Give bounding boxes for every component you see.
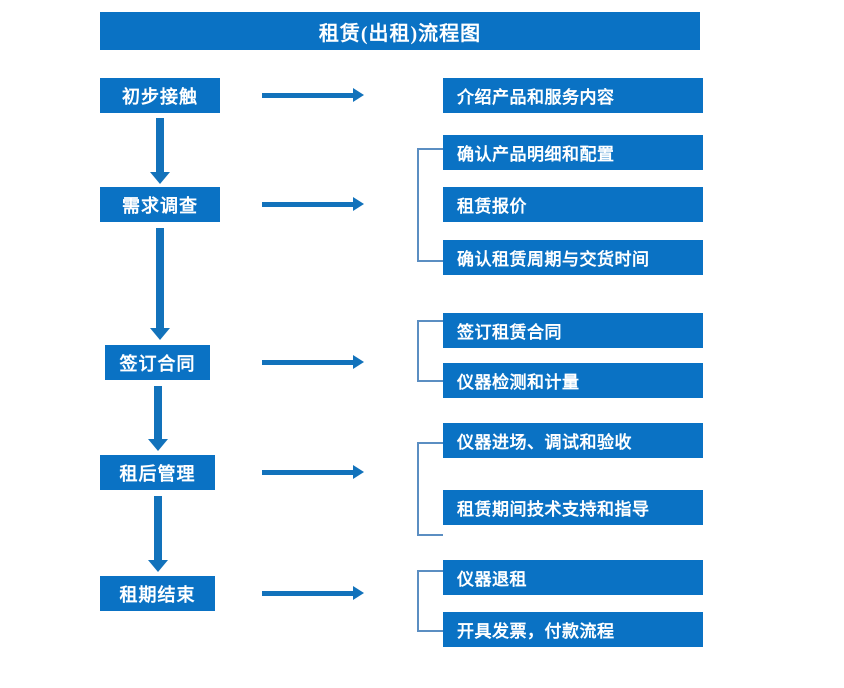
detail-box-instrument-inspection[interactable]: 仪器检测和计量 xyxy=(443,363,703,398)
vertical-arrow-contact-to-survey xyxy=(150,118,170,184)
bracket-rental-end-group xyxy=(417,570,443,632)
stage-box-needs-survey[interactable]: 需求调查 xyxy=(100,187,220,222)
detail-box-instrument-delivery[interactable]: 仪器进场、调试和验收 xyxy=(443,423,703,458)
horizontal-arrow-sign-contract xyxy=(262,355,364,369)
stage-box-sign-contract[interactable]: 签订合同 xyxy=(105,345,210,380)
bracket-needs-survey-group xyxy=(417,148,443,262)
detail-box-technical-support[interactable]: 租赁期间技术支持和指导 xyxy=(443,490,703,525)
detail-box-sign-rental-contract[interactable]: 签订租赁合同 xyxy=(443,313,703,348)
vertical-arrow-management-to-end xyxy=(148,496,168,572)
detail-box-introduce-products[interactable]: 介绍产品和服务内容 xyxy=(443,78,703,113)
horizontal-arrow-needs-survey xyxy=(262,197,364,211)
bracket-post-rental-group xyxy=(417,442,443,536)
vertical-arrow-contract-to-management xyxy=(148,386,168,451)
detail-box-confirm-product-details[interactable]: 确认产品明细和配置 xyxy=(443,135,703,170)
stage-box-post-rental-management[interactable]: 租后管理 xyxy=(100,455,215,490)
detail-box-rental-quote[interactable]: 租赁报价 xyxy=(443,187,703,222)
detail-box-instrument-return[interactable]: 仪器退租 xyxy=(443,560,703,595)
horizontal-arrow-post-rental-management xyxy=(262,465,364,479)
stage-box-initial-contact[interactable]: 初步接触 xyxy=(100,78,220,113)
diagram-title: 租赁(出租)流程图 xyxy=(100,12,700,50)
detail-box-confirm-rental-period[interactable]: 确认租赁周期与交货时间 xyxy=(443,240,703,275)
horizontal-arrow-rental-end xyxy=(262,586,364,600)
vertical-arrow-survey-to-contract xyxy=(150,228,170,340)
stage-box-rental-end[interactable]: 租期结束 xyxy=(100,576,215,611)
detail-box-invoice-payment[interactable]: 开具发票，付款流程 xyxy=(443,612,703,647)
horizontal-arrow-initial-contact xyxy=(262,88,364,102)
bracket-sign-contract-group xyxy=(417,320,443,382)
